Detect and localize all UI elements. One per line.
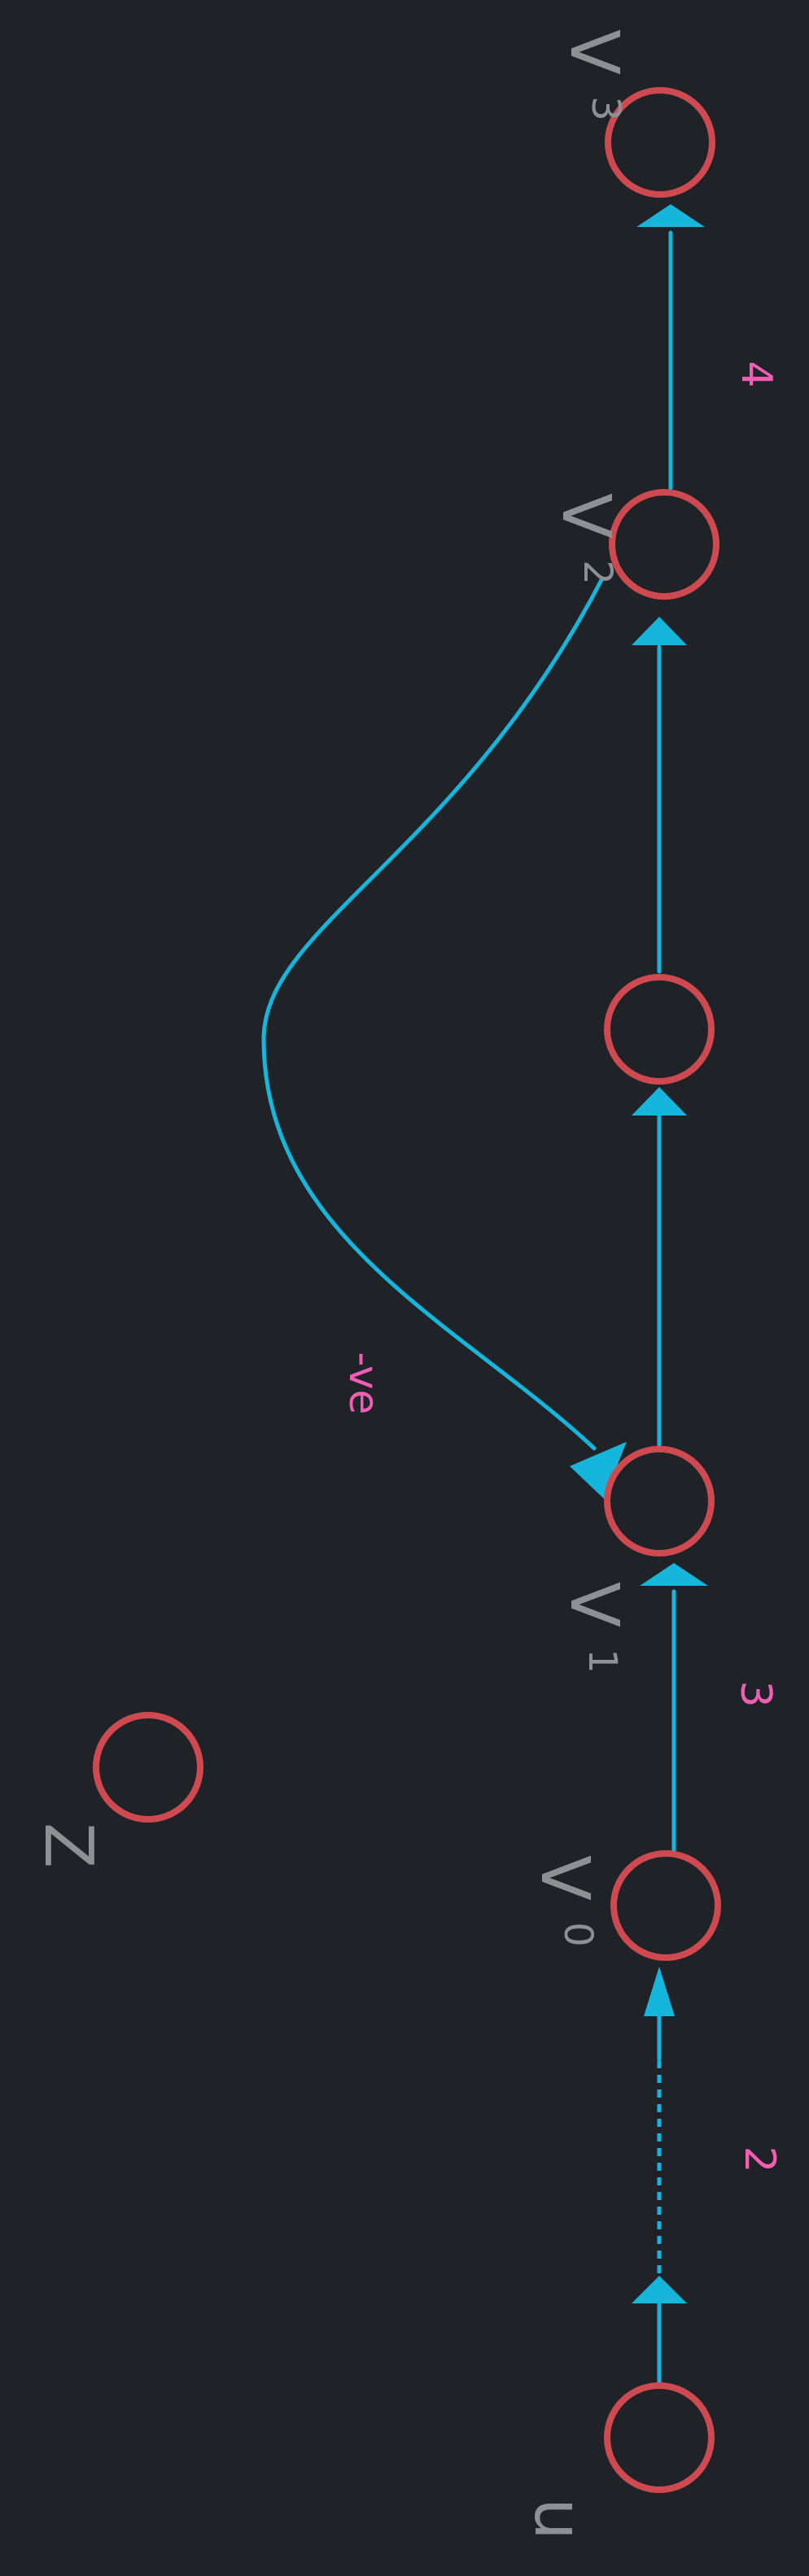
edge-mid-v2-arrow (632, 617, 687, 645)
edge-v1-mid (632, 1087, 687, 1449)
edge-v2-v3: 4 (636, 204, 781, 491)
diagram-root: 2 3 4 -ve (29, 29, 784, 2540)
node-v3-circle (605, 87, 715, 198)
edge-mid-v2 (632, 617, 687, 974)
edge-v0-v1-weight-label: 3 (731, 1680, 780, 1707)
edge-v0-v1: 3 (640, 1563, 780, 1855)
node-mid (604, 974, 715, 1085)
node-v1-label-main: V (555, 1582, 632, 1627)
edge-v2-v1-weight-label: -ve (340, 1351, 387, 1414)
edge-v0-v1-arrow (640, 1563, 708, 1586)
node-v3-label-main: V (555, 29, 632, 75)
node-v0-label: V 0 (526, 1855, 603, 1947)
edge-u-v0: 2 (632, 1967, 784, 2388)
node-v0-label-sub: 0 (555, 1922, 601, 1947)
node-v1-circle (604, 1446, 715, 1557)
node-v3: V 3 (555, 29, 715, 198)
edge-u-v0-arrow-1 (632, 2276, 687, 2303)
node-z-label: Z (29, 1823, 107, 1868)
node-v1-label-sub: 1 (579, 1648, 625, 1674)
node-u-label-main: u (519, 2498, 597, 2540)
node-z-label-main: Z (29, 1823, 107, 1868)
edge-v2-v1-curve-path (261, 576, 605, 1451)
node-v2-label-main: V (547, 493, 624, 539)
node-v2: V 2 (547, 489, 719, 600)
node-v2-circle (609, 489, 719, 600)
node-v1-label: V 1 (555, 1582, 632, 1674)
node-u-label: u (519, 2498, 597, 2540)
node-mid-circle (604, 974, 715, 1085)
node-z-circle (93, 1712, 203, 1823)
edge-u-v0-arrow-2 (644, 1967, 675, 2016)
edge-v2-v3-weight-label: 4 (732, 360, 781, 387)
node-u: u (519, 2382, 715, 2540)
node-v2-label-sub: 2 (575, 560, 620, 585)
edge-v2-v3-arrow (636, 204, 705, 227)
node-v1: V 1 (555, 1446, 715, 1674)
node-v3-label-sub: 3 (583, 96, 628, 121)
node-v3-label: V 3 (555, 29, 632, 121)
edge-v1-mid-arrow (632, 1087, 687, 1116)
edge-u-v0-weight-label: 2 (735, 2146, 784, 2172)
node-v0-circle (610, 1850, 721, 1961)
edge-v2-v1-curve-arrow (570, 1442, 627, 1499)
node-v0: V 0 (526, 1850, 721, 1961)
node-v0-label-main: V (526, 1855, 603, 1901)
node-u-circle (604, 2382, 715, 2493)
edge-v2-v1-curve: -ve (261, 576, 627, 1499)
node-v2-label: V 2 (547, 493, 624, 585)
node-z: Z (29, 1712, 203, 1868)
